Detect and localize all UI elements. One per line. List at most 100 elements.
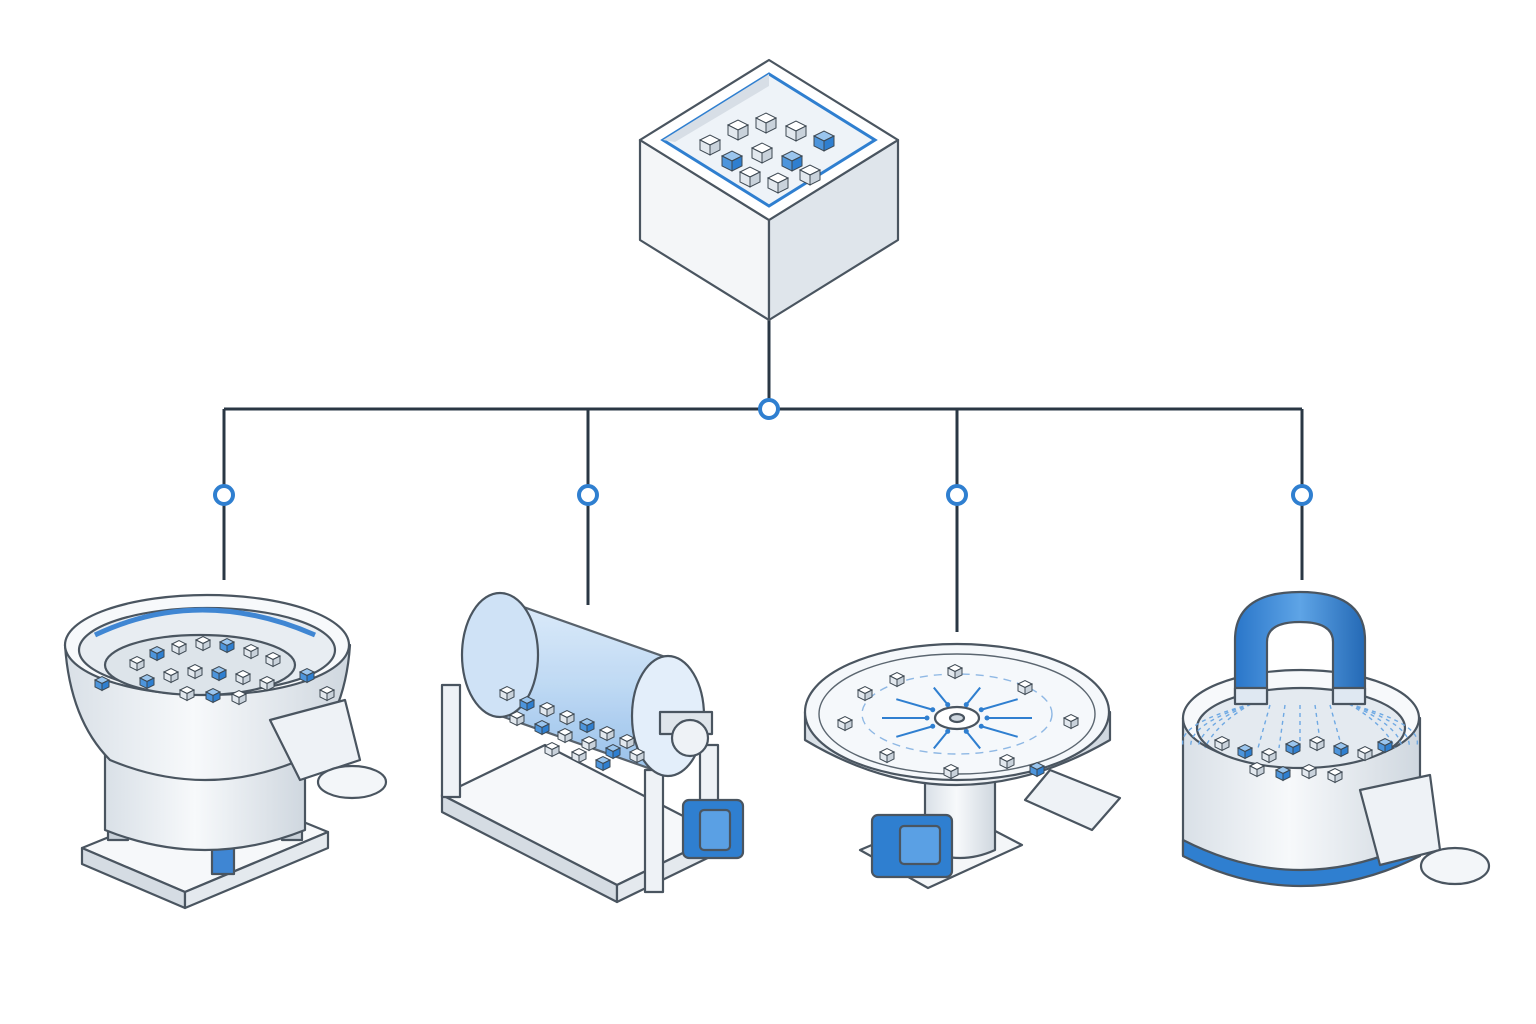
part-cube (766, 172, 790, 194)
radial-arrow (980, 698, 1018, 711)
part-cube (558, 709, 576, 726)
part-cube (242, 643, 260, 660)
part-cube (726, 119, 750, 141)
part-cube (533, 719, 551, 736)
part-cube (1284, 739, 1302, 756)
part-cube (210, 665, 228, 682)
part-cube (498, 685, 516, 702)
bowl-parts (93, 635, 366, 792)
part-cube (618, 733, 636, 750)
radial-arrow-head (963, 728, 969, 734)
part-cube (1236, 743, 1254, 760)
part-cube (162, 667, 180, 684)
part-cube (1332, 741, 1350, 758)
part-cube (784, 120, 808, 142)
part-cube (798, 164, 822, 186)
part-cube (570, 747, 588, 764)
part-cube (738, 166, 762, 188)
part-cube (698, 134, 722, 156)
part-cube (230, 689, 248, 706)
part-cube (186, 663, 204, 680)
part-cube (218, 637, 236, 654)
radial-arrow (980, 725, 1018, 738)
radial-arrow-head (978, 707, 984, 713)
field-line (1197, 703, 1252, 749)
magnetic-feeder-icon (1181, 590, 1491, 887)
part-cube (628, 747, 646, 764)
parts-bin-icon (638, 58, 900, 322)
part-cube (946, 663, 964, 680)
part-cube (1028, 761, 1046, 778)
branch-node-3 (946, 484, 968, 506)
part-cube (812, 130, 836, 152)
part-cube (1213, 735, 1231, 752)
part-cube (888, 671, 906, 688)
part-cube (318, 685, 336, 702)
part-cube (780, 150, 804, 172)
part-cube (1376, 737, 1394, 754)
disc-parts (836, 663, 1101, 812)
radial-arrow-head (963, 702, 969, 708)
magnetic-field-lines (1181, 703, 1419, 749)
part-cube (1326, 767, 1344, 784)
part-cube (204, 687, 222, 704)
radial-arrow-head (984, 715, 990, 721)
part-cube (194, 635, 212, 652)
part-cube (1248, 761, 1266, 778)
part-cube (604, 743, 622, 760)
field-line (1204, 703, 1252, 749)
radial-arrow (933, 686, 949, 706)
part-cube (598, 725, 616, 742)
part-cube (93, 675, 111, 692)
part-cube (1260, 747, 1278, 764)
branch-node-2 (577, 484, 599, 506)
part-cube (942, 763, 960, 780)
field-line (1348, 703, 1419, 749)
part-cube (1062, 713, 1080, 730)
part-cube (878, 747, 896, 764)
part-cube (578, 717, 596, 734)
part-cube (998, 753, 1016, 770)
part-cube (543, 741, 561, 758)
part-cube (1274, 765, 1292, 782)
radial-arrow (933, 730, 949, 750)
radial-arrow-head (945, 728, 951, 734)
radial-arrow (965, 730, 981, 750)
radial-arrow-head (924, 715, 930, 721)
radial-arrow (965, 686, 981, 706)
part-cube (178, 685, 196, 702)
field-line (1181, 703, 1252, 749)
root-junction-node (758, 398, 780, 420)
part-cube (138, 673, 156, 690)
branch-node-4 (1291, 484, 1313, 506)
part-cube (1308, 735, 1326, 752)
radial-arrow-head (930, 723, 936, 729)
radial-arrow (896, 698, 934, 711)
radial-arrow-head (930, 707, 936, 713)
part-cube (1016, 679, 1034, 696)
field-line (1348, 703, 1410, 749)
part-cube (754, 112, 778, 134)
part-cube (258, 675, 276, 692)
part-cube (264, 651, 282, 668)
part-cube (508, 710, 526, 727)
connector-tree (213, 318, 1313, 632)
part-cube (170, 639, 188, 656)
vibratory-bowl-feeder-icon (63, 593, 388, 910)
field-line (1348, 703, 1403, 749)
radial-arrow-head (945, 702, 951, 708)
centrifugal-disc-feeder-icon (803, 642, 1122, 890)
part-cube (538, 701, 556, 718)
field-line (1190, 703, 1252, 749)
part-cube (580, 735, 598, 752)
part-cube (836, 715, 854, 732)
drum-parts (498, 685, 646, 772)
radial-arrow-head (978, 723, 984, 729)
bin-parts (698, 112, 836, 194)
branch-node-1 (213, 484, 235, 506)
rotary-drum-icon (440, 591, 745, 904)
motor-icon (681, 798, 745, 860)
part-cube (234, 669, 252, 686)
